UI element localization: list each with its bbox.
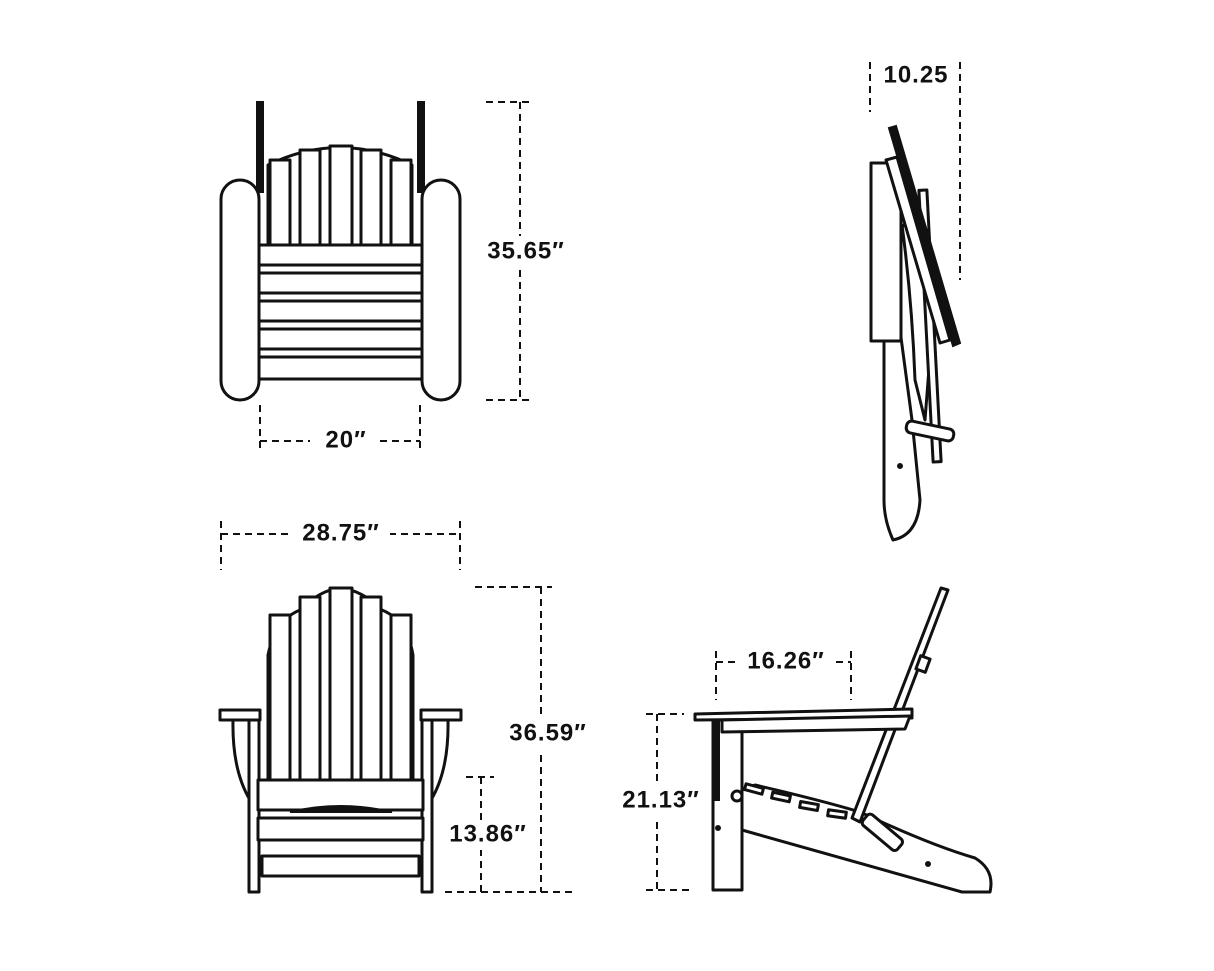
slat: [743, 782, 765, 796]
dimension-35-65: 35.65″: [478, 101, 574, 401]
dimension-line: [310, 426, 380, 456]
dimension-13-86: 13.86″: [440, 776, 536, 892]
label-10-25: 10.25: [883, 61, 948, 88]
dimension-line: [616, 785, 706, 817]
apron: [256, 816, 425, 842]
front-leg-edge: [712, 719, 720, 801]
lower-rail: [260, 854, 421, 878]
back-slats: [268, 586, 413, 782]
slat: [359, 595, 383, 782]
label-21-13: 21.13″: [622, 786, 700, 813]
seat-shadow: [289, 805, 393, 813]
back-post-left: [256, 101, 264, 193]
slat: [328, 586, 354, 782]
dimension-16-26: 16.26″: [715, 647, 852, 700]
back-post-right: [417, 101, 425, 193]
label-35-65: 35.65″: [487, 237, 565, 264]
folded-back: [884, 155, 952, 345]
bolt: [730, 789, 744, 803]
slat: [268, 158, 292, 247]
slat: [359, 148, 383, 247]
dimension-line: [498, 718, 598, 750]
slat: [298, 148, 322, 247]
side-view-chair: [693, 586, 993, 894]
slat: [257, 355, 424, 381]
slat: [268, 613, 292, 782]
back-cleat: [914, 654, 932, 674]
bolt: [897, 463, 903, 469]
dimension-20: 20″: [259, 405, 421, 456]
dimension-line: [440, 820, 536, 850]
back-slats: [268, 144, 413, 247]
label-36-59: 36.59″: [509, 719, 587, 746]
folded-leg: [882, 328, 922, 542]
seat-slats: [257, 243, 424, 381]
dimension-28-75: 28.75″: [220, 519, 461, 570]
folded-chair: [869, 124, 962, 542]
side-backrest: [850, 586, 950, 824]
slat: [826, 808, 848, 820]
dimension-line: [478, 236, 574, 268]
label-13-86: 13.86″: [449, 820, 527, 847]
rear-leg-brace: [860, 812, 904, 853]
slat: [257, 243, 424, 267]
armrest-right: [419, 708, 463, 722]
slat: [257, 327, 424, 351]
armrest-left: [218, 708, 262, 722]
bolt: [925, 861, 931, 867]
label-16-26: 16.26″: [747, 647, 825, 674]
slat: [770, 790, 792, 804]
dimension-10-25: 10.25: [869, 61, 961, 280]
dimension-21-13: 21.13″: [616, 713, 706, 891]
slat: [328, 144, 354, 247]
arm-support: [720, 714, 912, 734]
top-view-chair: [219, 101, 462, 402]
slat: [257, 271, 424, 295]
dimension-line: [290, 519, 390, 549]
dimension-36-59: 36.59″: [445, 586, 598, 893]
label-20: 20″: [325, 426, 366, 453]
slat: [389, 158, 413, 247]
armrest-left: [219, 178, 261, 402]
slat: [298, 595, 322, 782]
folded-brace: [904, 419, 956, 443]
slat: [798, 799, 820, 813]
label-28-75: 28.75″: [302, 519, 380, 546]
slat: [389, 613, 413, 782]
bolt: [715, 825, 721, 831]
seat-slats: [743, 782, 848, 820]
dimension-line: [736, 647, 834, 677]
slat: [257, 299, 424, 323]
front-view-chair: [218, 586, 463, 894]
folded-back-edge: [887, 124, 962, 348]
armrest-right: [420, 178, 462, 402]
